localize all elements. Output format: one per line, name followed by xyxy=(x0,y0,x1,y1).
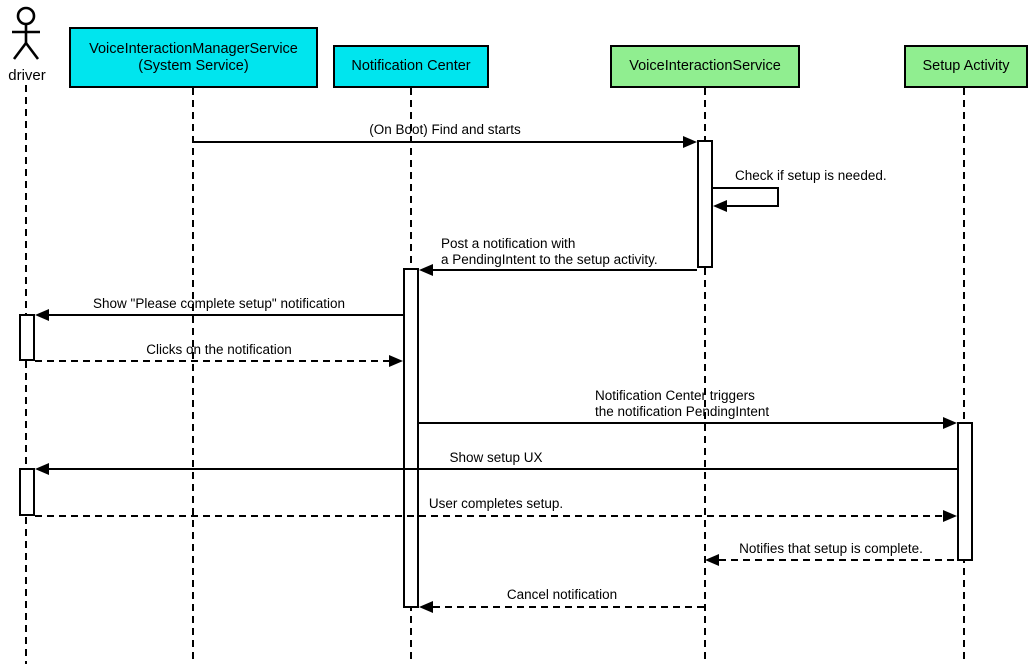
self-message-right-line xyxy=(777,187,779,207)
actor-stick-figure-icon xyxy=(12,6,40,60)
message-label: Show "Please complete setup" notificatio… xyxy=(93,296,345,311)
message-label: Show setup UX xyxy=(449,450,543,465)
arrowhead-icon xyxy=(713,200,727,212)
arrowhead-icon xyxy=(943,510,957,522)
message-label: Check if setup is needed. xyxy=(735,168,887,183)
message-line xyxy=(193,141,683,143)
message-line xyxy=(419,422,943,424)
message-line xyxy=(35,360,389,362)
arrowhead-icon xyxy=(35,309,49,321)
arrowhead-icon xyxy=(705,554,719,566)
arrowhead-icon xyxy=(389,355,403,367)
message-label: Clicks on the notification xyxy=(146,342,292,357)
arrowhead-icon xyxy=(683,136,697,148)
message-line xyxy=(35,515,943,517)
activation-voice-interaction-service xyxy=(697,140,713,268)
participant-setup-activity: Setup Activity xyxy=(904,45,1028,88)
participant-notification-center: Notification Center xyxy=(333,45,489,88)
message-label: Notification Center triggers the notific… xyxy=(595,388,770,419)
message-label: User completes setup. xyxy=(428,496,564,511)
message-label: (On Boot) Find and starts xyxy=(369,122,521,137)
activation-driver-2 xyxy=(19,468,35,516)
message-line xyxy=(719,559,957,561)
arrowhead-icon xyxy=(943,417,957,429)
lifeline-setup-activity xyxy=(963,88,965,664)
actor-label: driver xyxy=(8,67,46,84)
arrowhead-icon xyxy=(419,601,433,613)
lifeline-voice-interaction-service xyxy=(704,88,706,664)
message-label: Notifies that setup is complete. xyxy=(739,541,923,556)
message-line xyxy=(49,468,957,470)
message-line xyxy=(49,314,403,316)
lifeline-driver xyxy=(25,85,27,664)
message-line xyxy=(433,269,697,271)
arrowhead-icon xyxy=(35,463,49,475)
message-label: Post a notification with a PendingIntent… xyxy=(441,236,658,267)
activation-setup-activity xyxy=(957,422,973,561)
message-line xyxy=(433,606,705,608)
lifeline-voice-interaction-manager-service xyxy=(192,88,194,664)
activation-driver-1 xyxy=(19,314,35,361)
self-message-bottom-line xyxy=(727,205,779,207)
actor-driver: driver xyxy=(0,0,54,90)
arrowhead-icon xyxy=(419,264,433,276)
message-label: Cancel notification xyxy=(506,587,618,602)
activation-notification-center xyxy=(403,268,419,608)
self-message-top-line xyxy=(713,187,779,189)
participant-voice-interaction-service: VoiceInteractionService xyxy=(610,45,800,88)
participant-voice-interaction-manager-service: VoiceInteractionManagerService (System S… xyxy=(69,27,318,88)
